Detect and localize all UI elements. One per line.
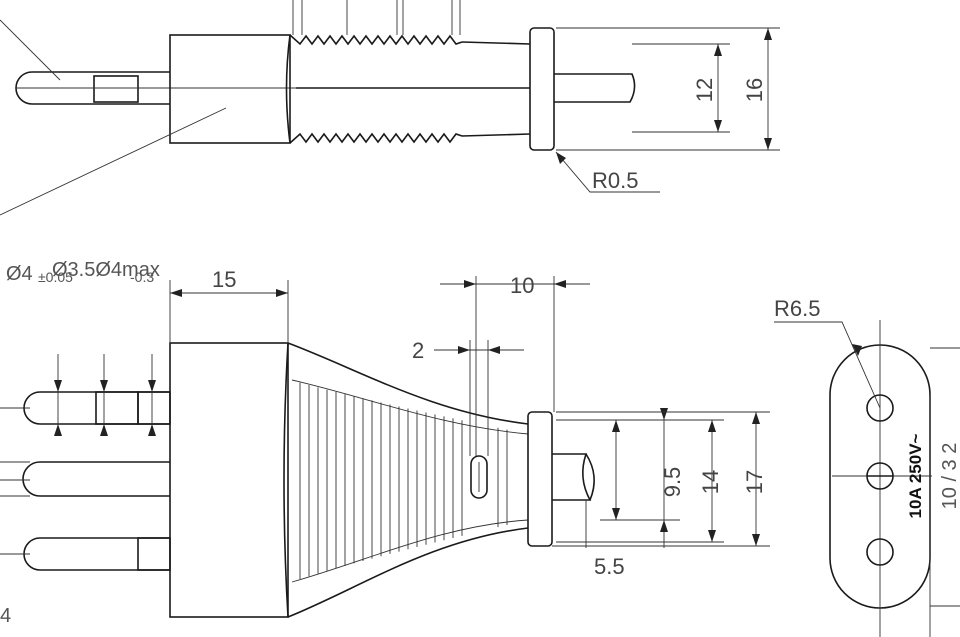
top-cord	[554, 73, 636, 103]
dim-15-label: 15	[212, 267, 236, 292]
pin-lower	[23, 537, 170, 571]
pin-upper-sleeve	[95, 391, 139, 425]
dim-r05: R0.5	[555, 151, 660, 193]
dim-14-label: 14	[698, 470, 723, 494]
dim-r6-5: R6.5	[774, 296, 881, 409]
dim-r6-5-label: R6.5	[774, 296, 820, 321]
grip-ribs	[299, 382, 508, 580]
plug-face-view: 10A 250V~ R6.5 10 / 3 2	[774, 296, 960, 637]
pin-tol-label: ±0.05	[38, 269, 73, 285]
leader-top-left	[0, 19, 61, 81]
pin-overlap-tol-label: -0.3	[130, 269, 154, 285]
dim-16: 16	[556, 27, 780, 151]
top-plug-view: 12 16 R0.5	[0, 0, 780, 216]
face-rating-text: 10A 250V~	[906, 433, 925, 518]
pin-upper-sleeve2	[137, 391, 171, 425]
edge-right-label: 10 / 3 2	[939, 443, 960, 510]
face-hole-bottom	[866, 538, 894, 566]
top-grip	[285, 34, 463, 144]
dim-9-5: 9.5	[600, 408, 685, 548]
pin-arrows	[54, 354, 156, 436]
dim-10: 10	[440, 273, 590, 456]
bottom-body-block	[169, 342, 289, 618]
dim-2-label: 2	[412, 338, 424, 363]
dim-16-label: 16	[742, 78, 767, 102]
edge-bottom-left-label: 4	[0, 605, 11, 627]
bottom-grip-inner	[291, 379, 529, 583]
dim-17-label: 17	[742, 470, 767, 494]
grip-slot	[470, 455, 488, 499]
bottom-plug-view: 15 10 2 9.5	[0, 267, 770, 627]
dim-14: 14	[556, 419, 724, 543]
top-neck	[296, 41, 531, 137]
bottom-grip-outline	[283, 342, 529, 618]
dim-5-5: 5.5	[552, 500, 640, 579]
top-pin-sleeve	[93, 75, 139, 103]
dim-12-label: 12	[692, 78, 717, 102]
top-collar	[529, 27, 555, 151]
dim-9-5-label: 9.5	[660, 467, 685, 498]
dim-10-label: 10	[510, 273, 534, 298]
pin-diameter-labels: Ø4 ±0.05 Ø3.5Ø4max -0.3	[6, 259, 160, 285]
face-hole-top	[866, 394, 894, 422]
top-body-block	[169, 34, 291, 144]
dim-15: 15	[169, 267, 289, 342]
dim-2: 2	[412, 338, 524, 456]
dim-5-5-label: 5.5	[594, 554, 625, 579]
bottom-collar	[527, 411, 553, 547]
pin-dia-label: Ø4	[6, 263, 33, 285]
leader-top-lower	[0, 107, 227, 216]
pin-middle	[22, 461, 170, 497]
pin-lower-sleeve	[137, 537, 171, 571]
pin-overlap-label: Ø3.5Ø4max	[52, 259, 160, 281]
dim-r05-label: R0.5	[592, 168, 638, 193]
dim-12: 12	[632, 43, 730, 133]
bottom-cord	[552, 453, 595, 501]
pin-upper	[23, 391, 170, 425]
